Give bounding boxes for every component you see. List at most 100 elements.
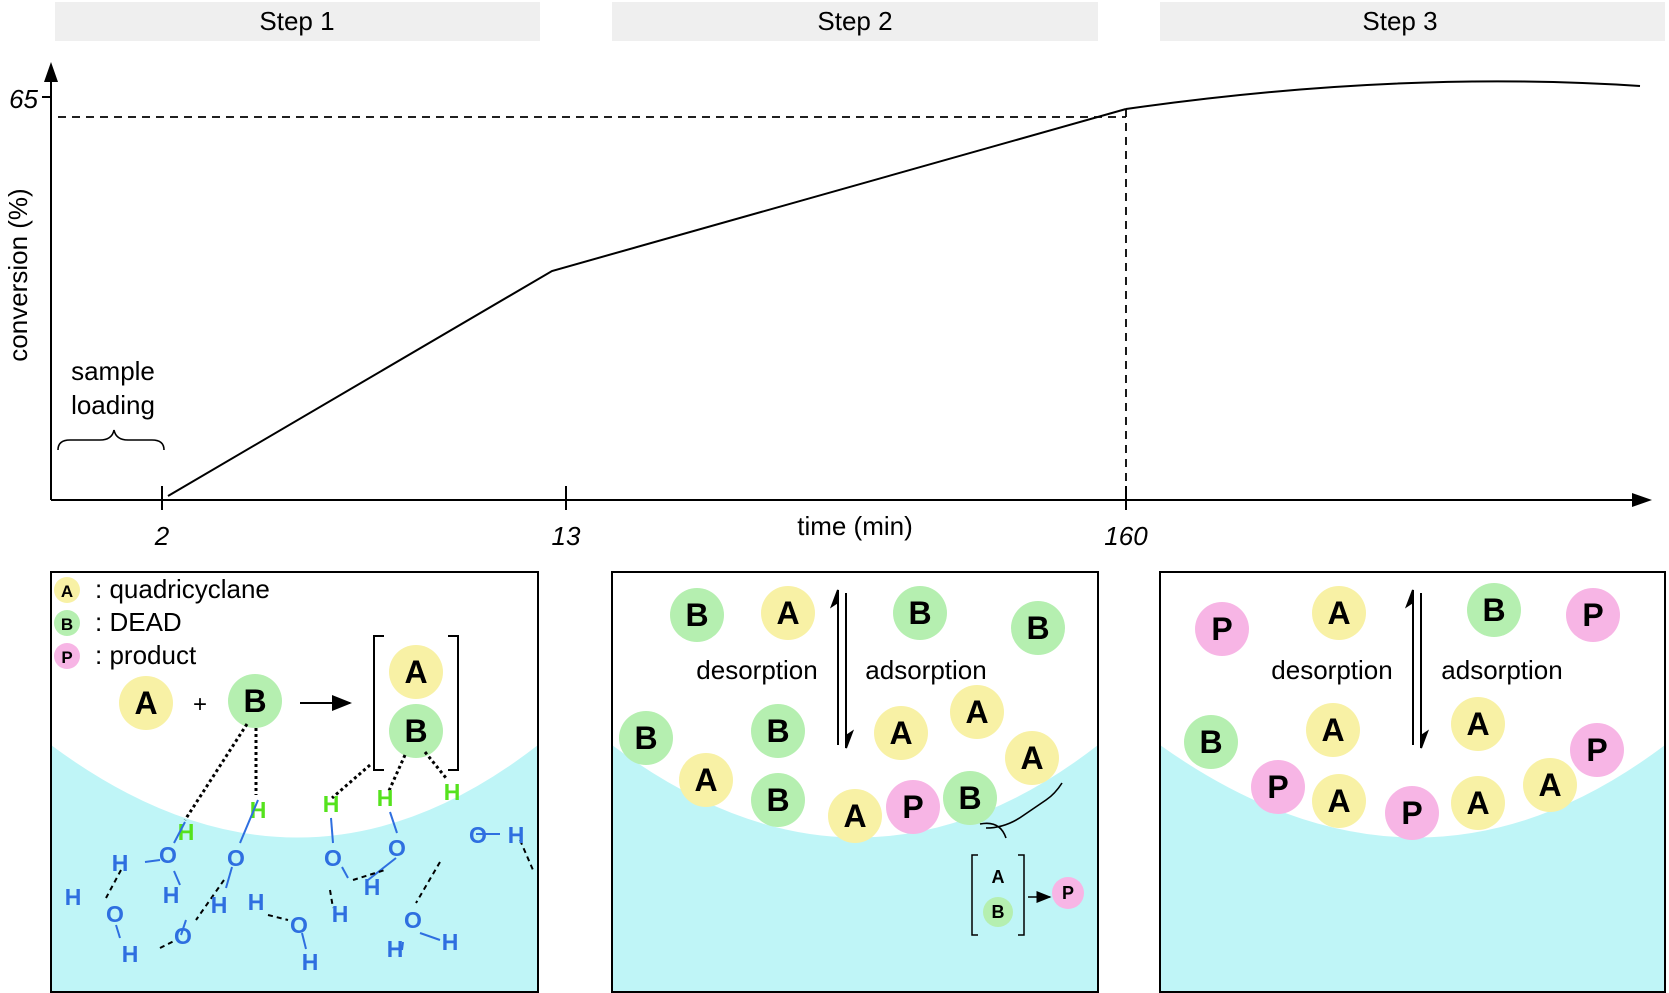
h-2: H — [163, 882, 180, 908]
o-5: O — [469, 822, 487, 848]
p2-mol-a6-letter: A — [843, 798, 866, 834]
p2-mol-b6-letter: B — [766, 782, 789, 818]
p2-mol-a2-letter: A — [889, 715, 912, 751]
sample-loading-line2: loading — [71, 390, 155, 420]
h-3: H — [211, 892, 228, 918]
p2-mol-b5-letter: B — [766, 713, 789, 749]
step1-band — [55, 2, 540, 41]
o-3: O — [324, 845, 342, 871]
legend-p-text: : product — [95, 640, 197, 670]
x-axis-arrow — [1632, 493, 1652, 507]
p3-mol-a1-letter: A — [1327, 595, 1350, 631]
p3-mol-a2-letter: A — [1321, 712, 1344, 748]
p3-mol-a4 — [1312, 774, 1366, 828]
p2-mol-b4 — [619, 711, 673, 765]
p3-mol-p4 — [1251, 760, 1305, 814]
p3-mol-p5 — [1385, 786, 1439, 840]
p3-mol-b2 — [1184, 715, 1238, 769]
p1-water-atoms: O H H O H H O H O H O H H O H O O H O H … — [65, 822, 525, 975]
x-tick-label-13: 13 — [552, 521, 581, 551]
p2-mol-a3 — [950, 685, 1004, 739]
h-5: H — [364, 874, 381, 900]
p2-mol-a2 — [874, 706, 928, 760]
p1-complex-a — [389, 645, 443, 699]
p3-mol-p5-letter: P — [1401, 795, 1422, 831]
panel2-molecules: B A B B B B A A A A B A P B — [619, 586, 1065, 843]
panel2-water — [612, 745, 1098, 992]
p1-water-bonds — [115, 799, 500, 951]
p2-desorption-label: desorption — [696, 655, 817, 685]
legend-b-circle — [54, 610, 80, 636]
p3-equilibrium-arrows — [1404, 589, 1430, 749]
p2-mol-b3 — [1011, 601, 1065, 655]
p3-mol-a6-letter: A — [1538, 767, 1561, 803]
p3-mol-b2-letter: B — [1199, 724, 1222, 760]
h-green-5: H — [444, 779, 461, 805]
p2-inset-p: P — [1062, 883, 1074, 903]
p1-water-hbonds — [105, 839, 534, 949]
p3-mol-a1 — [1312, 586, 1366, 640]
panel-1: A : quadricyclane B : DEAD P : product A… — [50, 571, 539, 993]
o-2: O — [227, 845, 245, 871]
h-green-1: H — [178, 819, 195, 845]
p2-mol-b3-letter: B — [1026, 610, 1049, 646]
panel3-water — [1160, 745, 1665, 992]
p1-complex-b — [389, 704, 443, 758]
conversion-line — [167, 108, 1127, 497]
p2-inset-b: B — [992, 902, 1005, 922]
legend-p-letter: P — [61, 648, 72, 667]
x-tick-label-2: 2 — [154, 521, 170, 551]
step2-band — [612, 2, 1098, 41]
p2-mol-p1 — [886, 780, 940, 834]
p2-mol-a6 — [828, 789, 882, 843]
p1-bracket-right — [448, 635, 459, 771]
p2-mol-a1-letter: A — [776, 595, 799, 631]
p3-mol-p3 — [1570, 723, 1624, 777]
p3-mol-a4-letter: A — [1327, 783, 1350, 819]
o-8: O — [290, 912, 308, 938]
p1-molecule-b-letter: B — [243, 683, 266, 719]
p2-mol-a4 — [1005, 731, 1059, 785]
p1-plus: + — [193, 691, 207, 718]
p1-molecule-a-letter: A — [134, 685, 157, 721]
p1-molecule-b — [228, 674, 282, 728]
p3-mol-a2 — [1306, 703, 1360, 757]
p2-mol-a1 — [761, 586, 815, 640]
h-12: H — [442, 929, 459, 955]
panel3-molecules: P A B P B A A P P A P A A — [1184, 583, 1624, 840]
legend: A : quadricyclane B : DEAD P : product — [54, 574, 270, 670]
p2-mol-a3-letter: A — [965, 694, 988, 730]
step1-label: Step 1 — [259, 6, 334, 36]
p2-inset-brace-tip — [979, 822, 1007, 839]
p2-mol-b1 — [670, 588, 724, 642]
legend-p-circle — [54, 643, 80, 669]
p1-hbond-wedges — [183, 723, 448, 821]
p1-hydrogen-green: H H H H H — [178, 779, 461, 845]
p2-mol-a4-letter: A — [1020, 740, 1043, 776]
p3-mol-p1-letter: P — [1211, 611, 1232, 647]
legend-b-letter: B — [61, 615, 73, 634]
h-green-3: H — [323, 791, 340, 817]
p3-mol-p4-letter: P — [1267, 769, 1288, 805]
step2-label: Step 2 — [817, 6, 892, 36]
h-green-2: H — [250, 797, 267, 823]
h-7: H — [508, 822, 525, 848]
p2-mol-b2-letter: B — [908, 595, 931, 631]
panel3-frame — [1159, 571, 1666, 993]
p2-mol-b7-letter: B — [958, 780, 981, 816]
panel-3: P A B P B A A P P A P A A — [1159, 571, 1666, 993]
p2-mol-b6 — [751, 773, 805, 827]
p3-mol-p1 — [1195, 602, 1249, 656]
o-7: O — [174, 923, 192, 949]
p2-mol-b2 — [893, 586, 947, 640]
p3-mol-a3 — [1451, 697, 1505, 751]
p3-mol-p2-letter: P — [1582, 597, 1603, 633]
step-headers: Step 1 Step 2 Step 3 — [55, 2, 1665, 41]
p3-desorption-label: desorption — [1271, 655, 1392, 685]
h-green-4: H — [377, 785, 394, 811]
p3-mol-b1 — [1467, 583, 1521, 637]
p2-inset-bracket-left — [971, 854, 978, 936]
p2-inset-bracket-right — [1018, 854, 1025, 936]
p2-inset-p-circle — [1052, 877, 1084, 909]
